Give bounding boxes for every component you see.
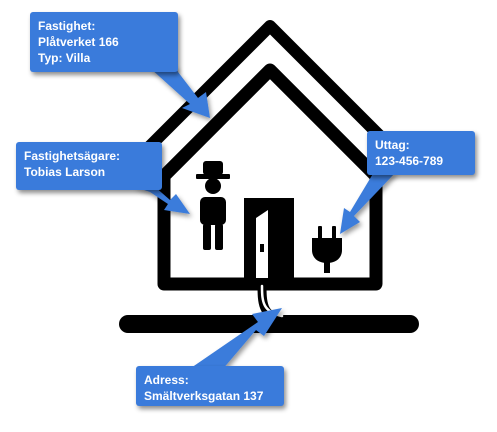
door-icon <box>244 198 294 284</box>
property-name: Plåtverket 166 <box>38 35 119 49</box>
address-arrow <box>188 308 282 370</box>
address-street: Smältverksgatan 137 <box>144 389 264 403</box>
owner-title: Fastighetsägare: <box>24 149 121 163</box>
house-outline-icon <box>157 63 383 291</box>
outlet-arrow <box>340 172 396 234</box>
owner-arrow <box>132 186 190 214</box>
owner-name: Tobias Larson <box>24 165 106 179</box>
property-arrow <box>150 66 210 118</box>
property-type: Typ: Villa <box>38 51 91 65</box>
outlet-title: Uttag: <box>375 138 410 152</box>
address-title: Adress: <box>144 373 189 387</box>
outlet-callout: Uttag: 123-456-789 <box>367 131 475 175</box>
property-callout: Fastighet: Plåtverket 166 Typ: Villa <box>30 12 178 72</box>
outlet-number: 123-456-789 <box>375 154 444 168</box>
callout-arrows <box>132 66 396 370</box>
power-plug-icon <box>312 226 342 273</box>
owner-callout: Fastighetsägare: Tobias Larson <box>16 142 162 190</box>
person-with-hat-icon <box>196 161 230 250</box>
property-title: Fastighet: <box>38 19 96 33</box>
address-callout: Adress: Smältverksgatan 137 <box>136 366 284 406</box>
roof-outer-icon <box>122 20 418 174</box>
